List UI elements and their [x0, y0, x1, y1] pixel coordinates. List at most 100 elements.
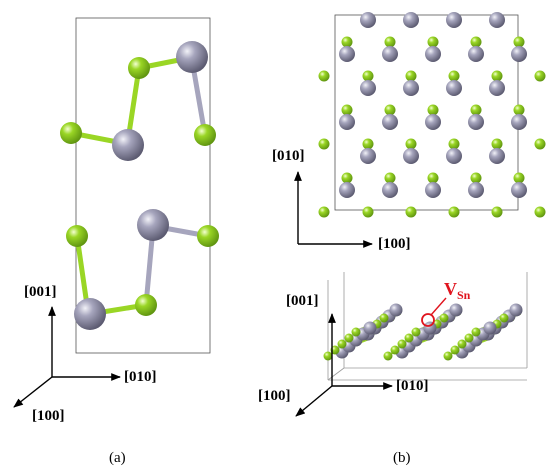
s-atom	[491, 138, 503, 150]
vacancy-label: VSn	[444, 279, 471, 302]
s-atom	[443, 351, 453, 361]
s-atom	[318, 138, 330, 150]
axis-label-001: [001]	[286, 293, 319, 309]
sn-atom	[511, 114, 527, 130]
sn-atom	[509, 303, 523, 317]
unit-cell-border	[75, 17, 211, 354]
sn-atom	[382, 46, 398, 62]
s-atom	[397, 339, 407, 349]
sn-atom	[382, 114, 398, 130]
s-atom	[513, 36, 525, 48]
sn-atom	[446, 148, 462, 164]
s-atom	[135, 294, 157, 316]
s-atom	[405, 138, 417, 150]
sn-atom	[339, 114, 355, 130]
axis-label-100: [100]	[378, 236, 411, 252]
s-atom	[411, 327, 421, 337]
panel-b-bottom: VSn [001] [010] [100] (b)	[258, 272, 528, 466]
sn-atom	[360, 148, 376, 164]
sn-atom	[423, 321, 437, 335]
sn-atom	[468, 114, 484, 130]
sn-atom	[483, 321, 497, 335]
s-atom	[60, 122, 82, 144]
atom-lattice	[318, 12, 546, 218]
s-atom	[405, 70, 417, 82]
sn-atom	[339, 46, 355, 62]
sn-atom	[511, 46, 527, 62]
sn-atom	[446, 80, 462, 96]
s-atom	[448, 70, 460, 82]
sn-atom	[363, 321, 377, 335]
sn-atom	[360, 12, 376, 28]
sn-atom	[446, 12, 462, 28]
s-atom	[197, 225, 219, 247]
axis-triad	[295, 313, 393, 417]
sn-atom	[403, 80, 419, 96]
s-atom	[194, 124, 216, 146]
sn-atom	[468, 182, 484, 198]
s-atom	[362, 138, 374, 150]
s-atom	[470, 36, 482, 48]
s-atom	[330, 345, 340, 355]
axis-triad	[13, 306, 121, 408]
sn-atom	[489, 80, 505, 96]
axis-label-001: [001]	[24, 284, 57, 300]
axis-label-010: [010]	[124, 369, 157, 385]
s-atom	[534, 138, 546, 150]
sn-atom	[425, 114, 441, 130]
s-atom	[491, 206, 503, 218]
s-atom	[450, 345, 460, 355]
s-atom	[491, 70, 503, 82]
s-atom	[318, 70, 330, 82]
sn-atom	[389, 303, 403, 317]
sn-atom	[112, 129, 144, 161]
s-atom	[362, 70, 374, 82]
s-atom	[457, 339, 467, 349]
s-atom	[384, 36, 396, 48]
s-atom	[499, 313, 509, 323]
s-atom	[351, 327, 361, 337]
s-atom	[341, 104, 353, 116]
sn-atom	[339, 182, 355, 198]
s-atom	[405, 206, 417, 218]
axis-label-010: [010]	[396, 378, 429, 394]
s-atom	[341, 36, 353, 48]
sn-atom	[403, 148, 419, 164]
s-atom	[404, 333, 414, 343]
s-atom	[464, 333, 474, 343]
sn-atom	[137, 209, 169, 241]
sn-atom	[425, 46, 441, 62]
s-atom	[471, 327, 481, 337]
bonds	[68, 55, 211, 317]
axis-triad	[294, 171, 373, 248]
axis-label-100: [100]	[258, 388, 291, 404]
panel-a: [001] [010] [100] (a)	[13, 17, 219, 466]
s-atom	[362, 206, 374, 218]
sn-atom	[425, 182, 441, 198]
s-atom	[318, 206, 330, 218]
s-atom	[513, 104, 525, 116]
sn-atom	[489, 148, 505, 164]
slab-atoms	[323, 303, 523, 361]
sn-atom	[511, 182, 527, 198]
s-atom	[470, 172, 482, 184]
vacancy-pointer	[430, 297, 447, 316]
s-atom	[470, 104, 482, 116]
s-atom	[344, 333, 354, 343]
s-atom	[390, 345, 400, 355]
s-atom	[66, 225, 88, 247]
s-atom	[383, 351, 393, 361]
sn-atom	[382, 182, 398, 198]
s-atom	[534, 206, 546, 218]
s-atom	[323, 351, 333, 361]
slab-box	[327, 272, 528, 381]
panel-b-top: [010] [100]	[272, 12, 546, 252]
sn-atom	[489, 12, 505, 28]
sn-atom	[449, 303, 463, 317]
s-atom	[427, 104, 439, 116]
sn-atom	[74, 298, 106, 330]
s-atom	[513, 172, 525, 184]
sn-atom	[403, 12, 419, 28]
s-atom	[448, 138, 460, 150]
